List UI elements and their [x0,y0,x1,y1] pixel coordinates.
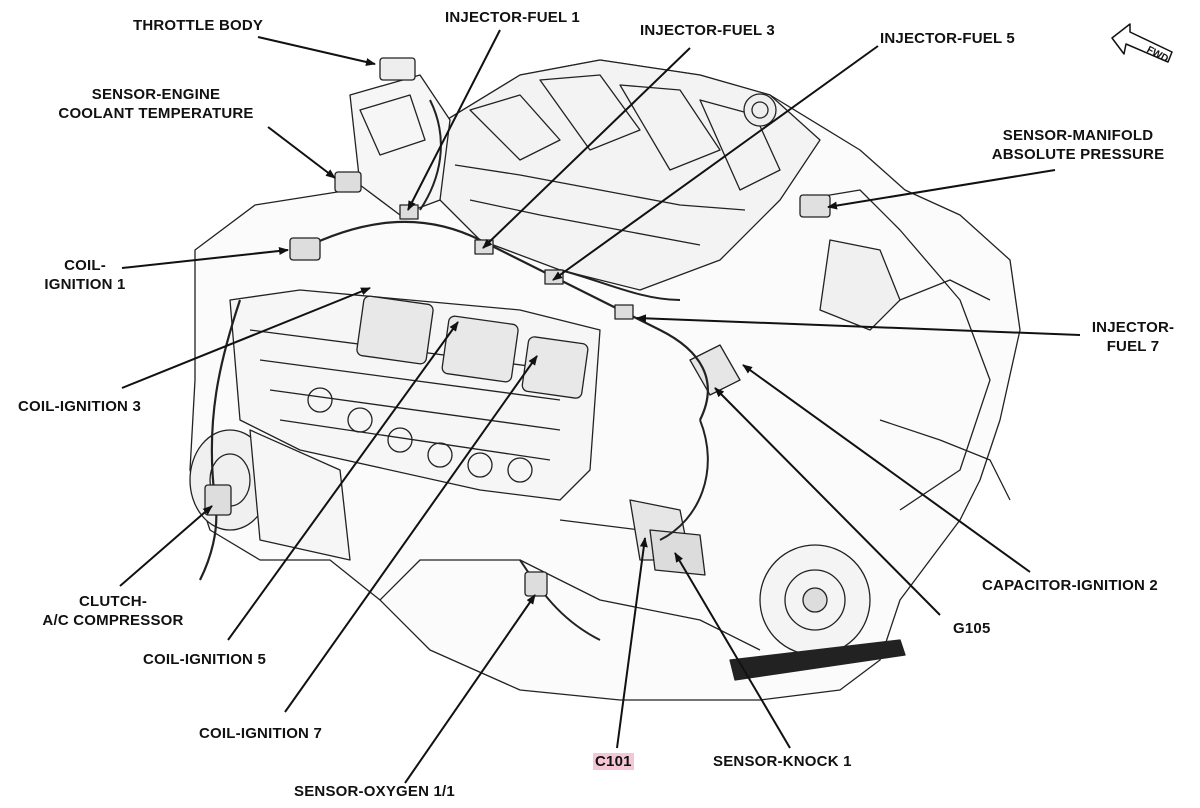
label-throttle-body: THROTTLE BODY [133,17,264,34]
label-sensor-map-line1: SENSOR-MANIFOLD [1002,127,1154,144]
leader-injector-fuel-1 [407,29,501,211]
label-sensor-ect: SENSOR-ENGINE COOLANT TEMPERATURE [40,85,272,123]
leader-injector-fuel-5 [552,45,879,281]
label-coil-ignition-1: COIL- IGNITION 1 [38,256,132,294]
leader-g105 [714,387,941,616]
label-coil-ignition-7: COIL-IGNITION 7 [199,725,322,742]
leader-sensor-knock-1 [674,552,791,749]
label-sensor-ect-line2: COOLANT TEMPERATURE [58,105,254,122]
leader-coil-ignition-5 [227,321,459,641]
label-clutch-ac-compressor: CLUTCH- A/C COMPRESSOR [38,592,188,630]
label-injector-fuel-7-line2: FUEL 7 [1106,338,1160,355]
label-coil-ignition-1-line2: IGNITION 1 [44,276,126,293]
leader-lines [119,29,1081,784]
leader-injector-fuel-7 [636,314,1081,336]
label-sensor-map-line2: ABSOLUTE PRESSURE [991,146,1165,163]
label-capacitor-ignition-2: CAPACITOR-IGNITION 2 [982,577,1158,594]
label-sensor-map: SENSOR-MANIFOLD ABSOLUTE PRESSURE [968,126,1188,164]
leader-coil-ignition-3 [121,287,371,389]
fwd-arrow-icon: FWD [1111,23,1173,65]
label-injector-fuel-7-line1: INJECTOR- [1091,319,1175,336]
label-c101-text: C101 [593,753,634,770]
label-injector-fuel-5: INJECTOR-FUEL 5 [880,30,1015,47]
leader-sensor-map [827,169,1056,210]
label-coil-ignition-1-line1: COIL- [64,257,106,274]
label-coil-ignition-3: COIL-IGNITION 3 [18,398,141,415]
label-clutch-line2: A/C COMPRESSOR [42,612,184,629]
leader-clutch [119,505,213,587]
leader-sensor-oxygen [404,594,536,784]
leader-coil-ignition-1 [121,246,289,269]
leader-coil-ignition-7 [284,355,538,713]
label-sensor-knock-1: SENSOR-KNOCK 1 [713,753,852,770]
engine-block [189,57,1021,701]
label-sensor-ect-line1: SENSOR-ENGINE [91,86,221,103]
label-c101: C101 [593,752,634,771]
leader-sensor-ect [267,126,336,179]
leader-c101 [616,537,648,749]
label-clutch-line1: CLUTCH- [78,593,148,610]
label-injector-fuel-1: INJECTOR-FUEL 1 [445,9,580,26]
label-injector-fuel-3: INJECTOR-FUEL 3 [640,22,775,39]
leader-capacitor-ignition-2 [742,364,1031,573]
label-injector-fuel-7: INJECTOR- FUEL 7 [1078,318,1188,356]
leader-throttle-body [257,36,376,66]
label-sensor-oxygen: SENSOR-OXYGEN 1/1 [294,783,455,800]
fwd-text: FWD [1145,44,1170,64]
label-g105: G105 [953,620,991,637]
label-coil-ignition-5: COIL-IGNITION 5 [143,651,266,668]
leader-injector-fuel-3 [482,47,691,249]
